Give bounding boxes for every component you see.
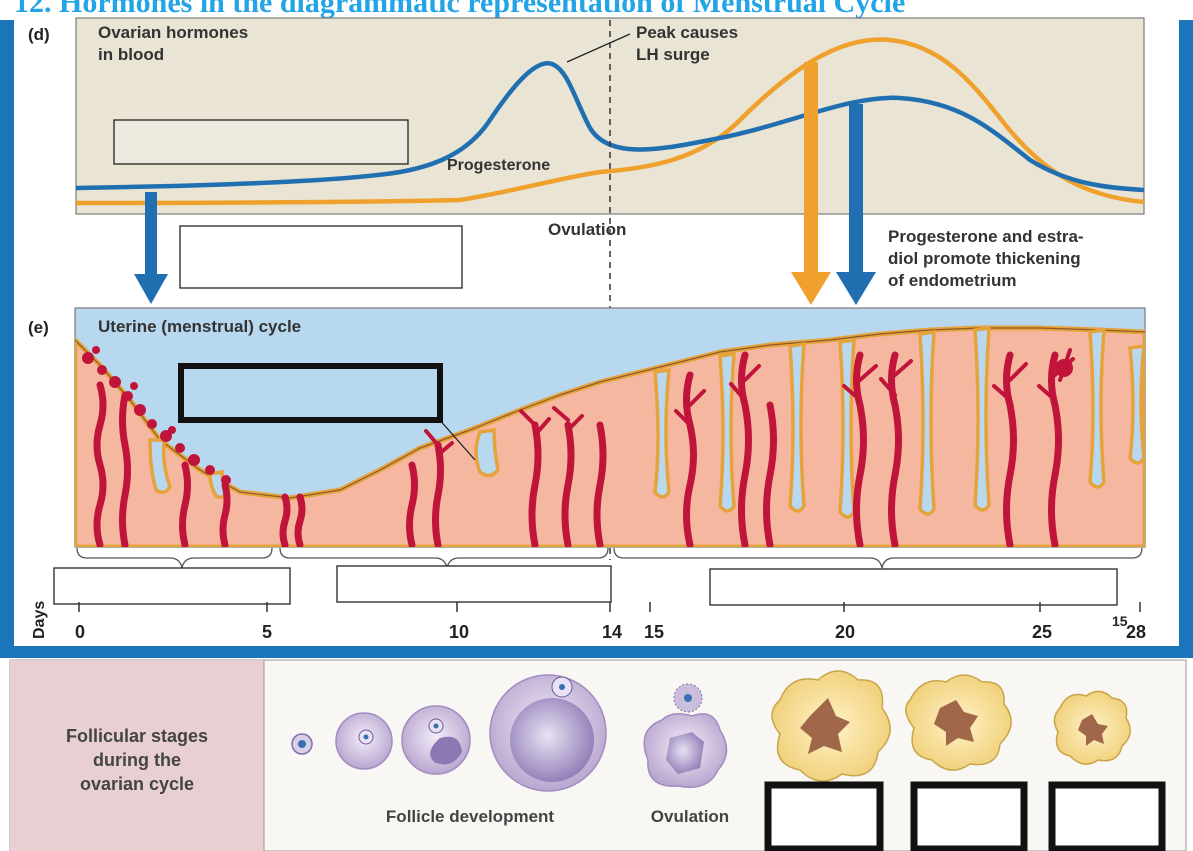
follicle-development-label: Follicle development	[386, 807, 554, 826]
day-tick-5: 5	[262, 622, 272, 642]
peak-label-line1: Peak causes	[636, 23, 738, 42]
panel-d-letter: (d)	[28, 25, 50, 44]
corpus-luteum-early	[772, 671, 890, 781]
days-axis-label: Days	[31, 601, 48, 639]
panel-d-title-line2: in blood	[98, 45, 164, 64]
day-tick-0: 0	[75, 622, 85, 642]
peak-label-line2: LH surge	[636, 45, 710, 64]
corpus-luteum-mature	[906, 675, 1011, 770]
answer-box-follicle-1[interactable]	[768, 785, 880, 849]
follicular-label-line2: during the	[93, 750, 181, 770]
stray-day-label: 15	[1112, 613, 1128, 629]
day-tick-20: 20	[835, 622, 855, 642]
day-tick-28: 28	[1126, 622, 1146, 642]
ovulation-follicle-label: Ovulation	[651, 807, 729, 826]
endometrium-note-line2: diol promote thickening	[888, 249, 1081, 268]
endometrium-note-line1: Progesterone and estra-	[888, 227, 1084, 246]
follicular-label-line1: Follicular stages	[66, 726, 208, 746]
day-tick-14: 14	[602, 622, 622, 642]
answer-box-phase-3[interactable]	[710, 569, 1117, 605]
answer-box-white[interactable]	[180, 226, 462, 288]
panel-d-title-line1: Ovarian hormones	[98, 23, 248, 42]
corpus-luteum-regressing	[1054, 691, 1130, 764]
endometrium-note-line3: of endometrium	[888, 271, 1016, 290]
answer-box-phase-1[interactable]	[54, 568, 290, 604]
answer-box-follicle-3[interactable]	[1052, 785, 1162, 849]
answer-box-follicle-2[interactable]	[914, 785, 1024, 849]
follicular-label-line3: ovarian cycle	[80, 774, 194, 794]
ovulation-label: Ovulation	[548, 220, 626, 239]
day-tick-25: 25	[1032, 622, 1052, 642]
panel-e-letter: (e)	[28, 318, 49, 337]
answer-box-phase-2[interactable]	[337, 566, 611, 602]
day-tick-10: 10	[449, 622, 469, 642]
day-tick-15: 15	[644, 622, 664, 642]
progesterone-label: Progesterone	[447, 157, 550, 174]
panel-e-title: Uterine (menstrual) cycle	[98, 317, 301, 336]
answer-box-hormone[interactable]	[114, 120, 408, 164]
answer-box-uterine[interactable]	[181, 366, 440, 420]
